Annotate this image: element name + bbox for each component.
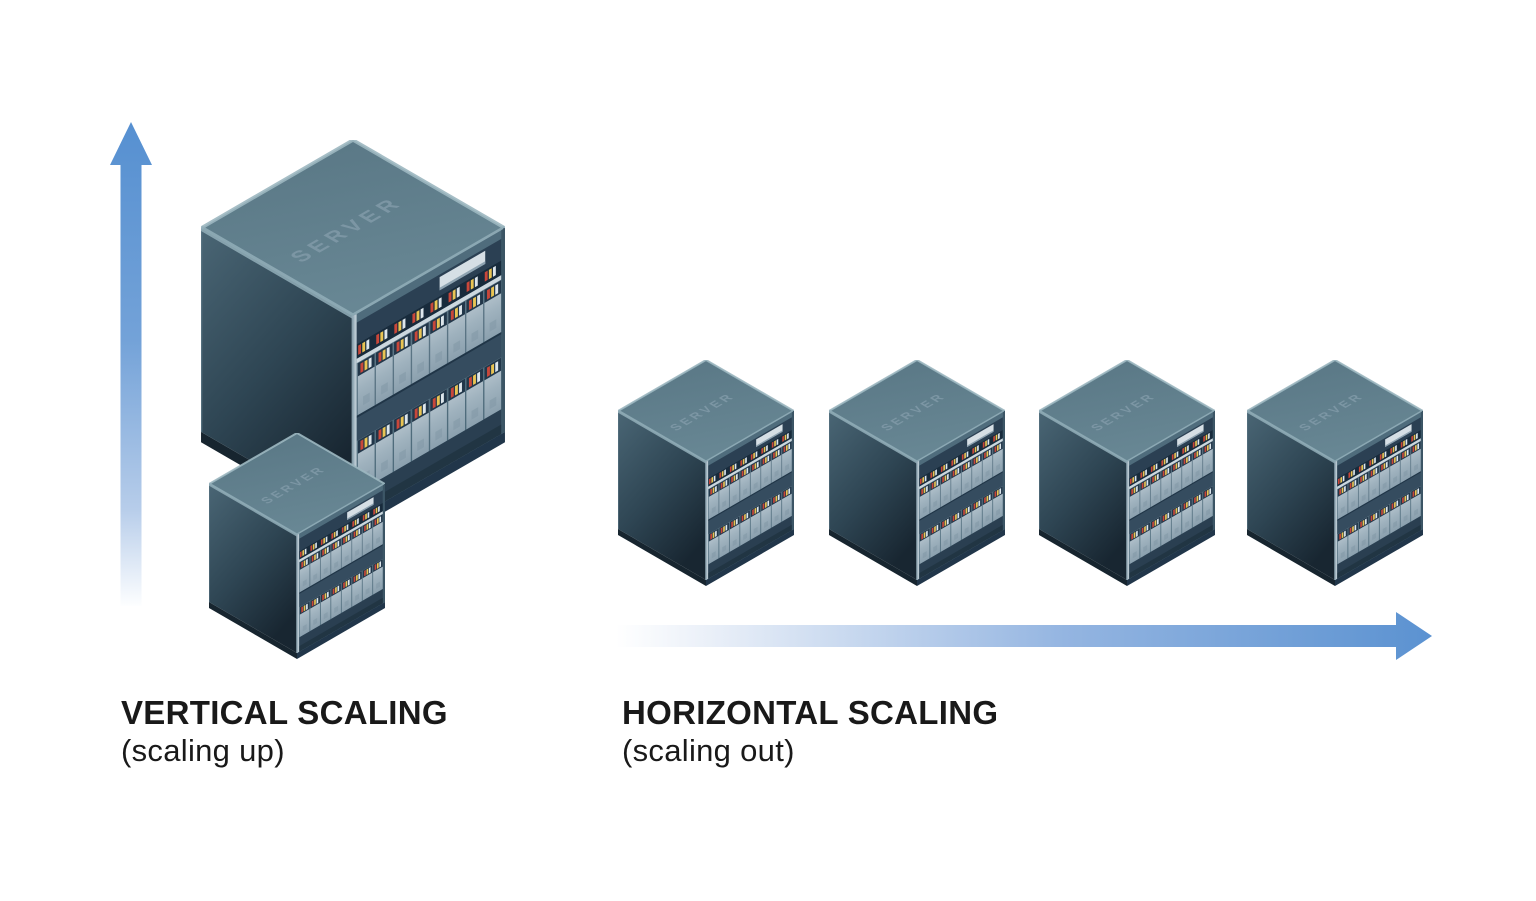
server-icon: SERVER (201, 140, 505, 532)
vertical-scaling-caption: VERTICAL SCALING (scaling up) (121, 695, 448, 769)
horizontal-scaling-title: HORIZONTAL SCALING (622, 694, 999, 731)
server-icon: SERVER (1247, 360, 1423, 587)
server-icon: SERVER (209, 433, 385, 660)
horizontal-scaling-caption: HORIZONTAL SCALING (scaling out) (622, 695, 998, 769)
up-arrow-icon (110, 122, 152, 606)
vertical-scaling-subtitle: (scaling up) (121, 733, 285, 768)
server-icon: SERVER (829, 360, 1005, 587)
server-icon: SERVER (618, 360, 794, 587)
server-icon: SERVER (1039, 360, 1215, 587)
right-arrow-icon (616, 612, 1432, 660)
vertical-scaling-title: VERTICAL SCALING (121, 694, 448, 731)
horizontal-scaling-subtitle: (scaling out) (622, 733, 795, 768)
